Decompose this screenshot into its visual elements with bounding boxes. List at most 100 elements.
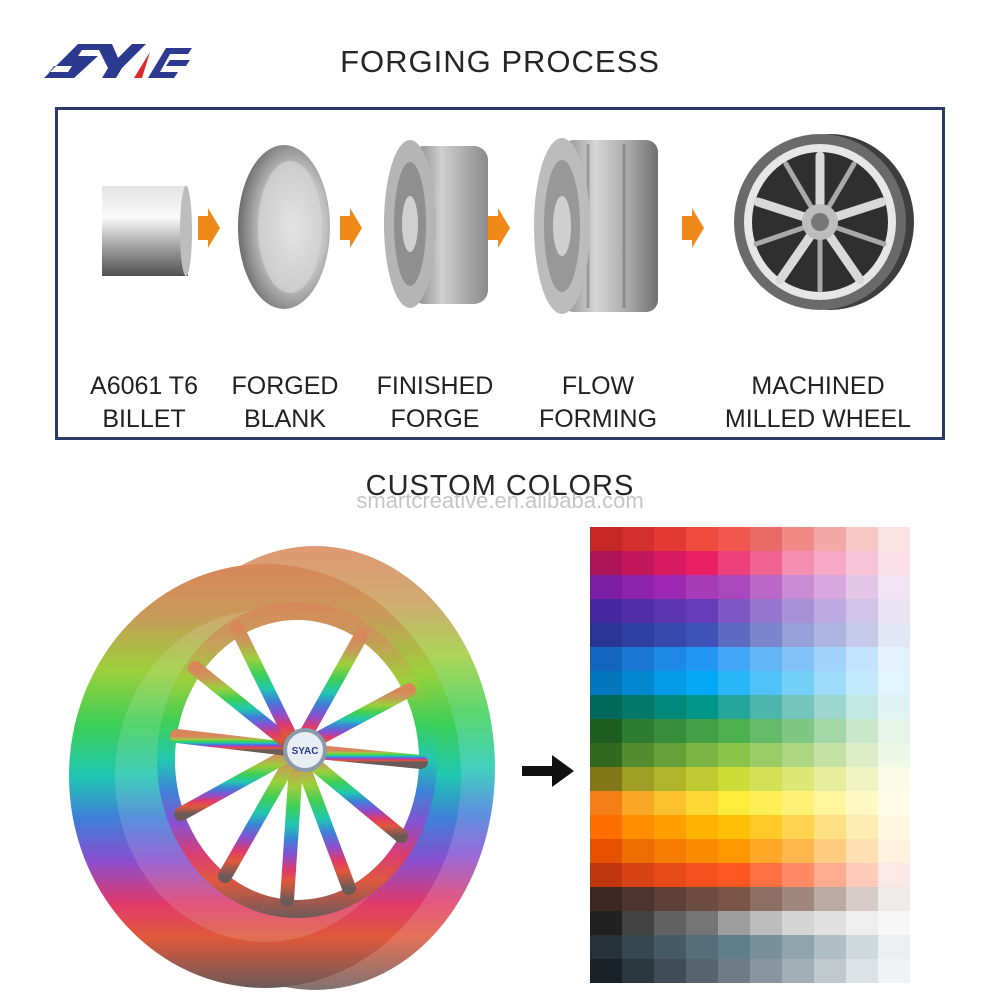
color-swatch[interactable] xyxy=(782,623,814,647)
color-swatch[interactable] xyxy=(718,935,750,959)
color-swatch[interactable] xyxy=(718,839,750,863)
color-swatch[interactable] xyxy=(878,887,910,911)
color-swatch[interactable] xyxy=(622,671,654,695)
color-swatch[interactable] xyxy=(718,959,750,983)
color-swatch[interactable] xyxy=(654,695,686,719)
color-swatch[interactable] xyxy=(814,623,846,647)
color-swatch[interactable] xyxy=(590,815,622,839)
color-swatch[interactable] xyxy=(782,815,814,839)
color-swatch[interactable] xyxy=(750,671,782,695)
color-swatch[interactable] xyxy=(686,551,718,575)
color-swatch[interactable] xyxy=(782,527,814,551)
color-swatch[interactable] xyxy=(814,695,846,719)
color-swatch[interactable] xyxy=(590,695,622,719)
color-swatch[interactable] xyxy=(654,791,686,815)
color-swatch[interactable] xyxy=(686,695,718,719)
color-swatch[interactable] xyxy=(622,887,654,911)
color-swatch[interactable] xyxy=(718,695,750,719)
color-swatch[interactable] xyxy=(622,839,654,863)
color-swatch[interactable] xyxy=(878,959,910,983)
color-swatch[interactable] xyxy=(750,551,782,575)
color-swatch[interactable] xyxy=(622,695,654,719)
color-swatch[interactable] xyxy=(846,551,878,575)
color-swatch[interactable] xyxy=(686,839,718,863)
color-swatch[interactable] xyxy=(814,647,846,671)
color-swatch[interactable] xyxy=(718,911,750,935)
color-swatch[interactable] xyxy=(590,839,622,863)
color-swatch[interactable] xyxy=(718,863,750,887)
color-swatch[interactable] xyxy=(750,887,782,911)
color-swatch[interactable] xyxy=(878,671,910,695)
color-swatch[interactable] xyxy=(878,599,910,623)
color-swatch[interactable] xyxy=(782,743,814,767)
color-swatch[interactable] xyxy=(654,719,686,743)
color-swatch[interactable] xyxy=(622,551,654,575)
color-swatch[interactable] xyxy=(846,743,878,767)
color-swatch[interactable] xyxy=(622,647,654,671)
color-swatch[interactable] xyxy=(814,863,846,887)
color-swatch[interactable] xyxy=(590,887,622,911)
color-swatch[interactable] xyxy=(878,935,910,959)
color-swatch[interactable] xyxy=(846,695,878,719)
color-swatch[interactable] xyxy=(686,671,718,695)
color-swatch[interactable] xyxy=(878,623,910,647)
color-swatch[interactable] xyxy=(718,527,750,551)
color-swatch[interactable] xyxy=(846,935,878,959)
color-swatch[interactable] xyxy=(846,647,878,671)
color-swatch[interactable] xyxy=(622,911,654,935)
color-swatch[interactable] xyxy=(590,863,622,887)
color-swatch[interactable] xyxy=(750,767,782,791)
color-swatch[interactable] xyxy=(654,911,686,935)
color-swatch[interactable] xyxy=(590,743,622,767)
color-swatch[interactable] xyxy=(686,647,718,671)
color-swatch[interactable] xyxy=(750,647,782,671)
color-swatch[interactable] xyxy=(590,527,622,551)
color-swatch[interactable] xyxy=(622,575,654,599)
color-swatch[interactable] xyxy=(654,527,686,551)
color-swatch[interactable] xyxy=(750,719,782,743)
color-swatch[interactable] xyxy=(782,695,814,719)
color-swatch[interactable] xyxy=(846,887,878,911)
color-swatch[interactable] xyxy=(814,743,846,767)
color-swatch[interactable] xyxy=(782,647,814,671)
color-swatch[interactable] xyxy=(622,767,654,791)
color-swatch[interactable] xyxy=(718,767,750,791)
color-swatch[interactable] xyxy=(654,623,686,647)
color-swatch[interactable] xyxy=(782,671,814,695)
color-swatch[interactable] xyxy=(718,887,750,911)
color-swatch[interactable] xyxy=(846,815,878,839)
color-swatch[interactable] xyxy=(878,527,910,551)
color-swatch[interactable] xyxy=(750,863,782,887)
color-swatch[interactable] xyxy=(814,815,846,839)
color-swatch[interactable] xyxy=(654,647,686,671)
color-swatch[interactable] xyxy=(654,959,686,983)
color-swatch[interactable] xyxy=(782,767,814,791)
color-swatch[interactable] xyxy=(654,863,686,887)
color-swatch[interactable] xyxy=(718,575,750,599)
color-swatch[interactable] xyxy=(782,935,814,959)
color-swatch[interactable] xyxy=(590,959,622,983)
color-swatch[interactable] xyxy=(622,623,654,647)
color-swatch[interactable] xyxy=(654,935,686,959)
color-swatch[interactable] xyxy=(814,839,846,863)
color-swatch[interactable] xyxy=(654,767,686,791)
color-swatch[interactable] xyxy=(878,767,910,791)
color-swatch[interactable] xyxy=(782,911,814,935)
color-swatch[interactable] xyxy=(846,575,878,599)
color-swatch[interactable] xyxy=(686,791,718,815)
color-swatch[interactable] xyxy=(782,551,814,575)
color-swatch[interactable] xyxy=(718,623,750,647)
color-swatch[interactable] xyxy=(782,887,814,911)
color-swatch[interactable] xyxy=(878,839,910,863)
color-swatch[interactable] xyxy=(814,719,846,743)
color-swatch[interactable] xyxy=(654,671,686,695)
color-swatch[interactable] xyxy=(814,791,846,815)
color-swatch[interactable] xyxy=(686,863,718,887)
color-swatch[interactable] xyxy=(654,599,686,623)
color-swatch[interactable] xyxy=(878,575,910,599)
color-swatch[interactable] xyxy=(590,719,622,743)
color-swatch[interactable] xyxy=(686,599,718,623)
color-swatch[interactable] xyxy=(590,551,622,575)
color-swatch[interactable] xyxy=(622,959,654,983)
color-swatch[interactable] xyxy=(654,815,686,839)
